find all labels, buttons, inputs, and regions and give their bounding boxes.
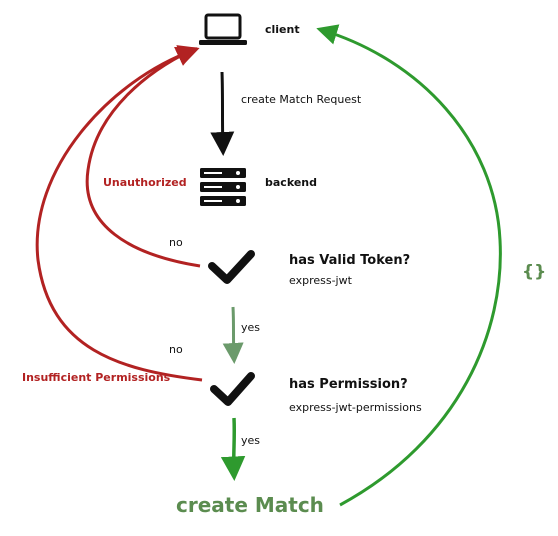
insufficient-arrow (35, 45, 203, 382)
yes-arrow-1 (222, 306, 244, 364)
client-label: client (265, 23, 300, 36)
permission-question: has Permission? (289, 377, 408, 392)
insufficient-label: Insufficient Permissions (22, 371, 171, 384)
yes-label-2: yes (241, 434, 260, 447)
laptop-icon (199, 13, 247, 45)
yes-label-1: yes (241, 321, 260, 334)
no-label-1: no (169, 236, 183, 249)
checkmark-icon (210, 372, 255, 406)
unauthorized-arrow (85, 46, 201, 268)
server-icon (200, 168, 246, 206)
unauthorized-label: Unauthorized (103, 176, 187, 189)
no-label-2: no (169, 343, 183, 356)
response-body-label: {} (522, 262, 546, 282)
backend-label: backend (265, 176, 317, 189)
request-arrow (210, 71, 235, 156)
permission-library: express-jwt-permissions (289, 401, 422, 414)
valid-token-library: express-jwt (289, 274, 353, 287)
valid-token-question: has Valid Token? (289, 253, 410, 268)
checkmark-icon (208, 250, 255, 284)
response-arrow (316, 24, 502, 507)
yes-arrow-2 (220, 417, 246, 481)
create-match-result: create Match (176, 493, 324, 517)
request-label: create Match Request (241, 93, 362, 106)
